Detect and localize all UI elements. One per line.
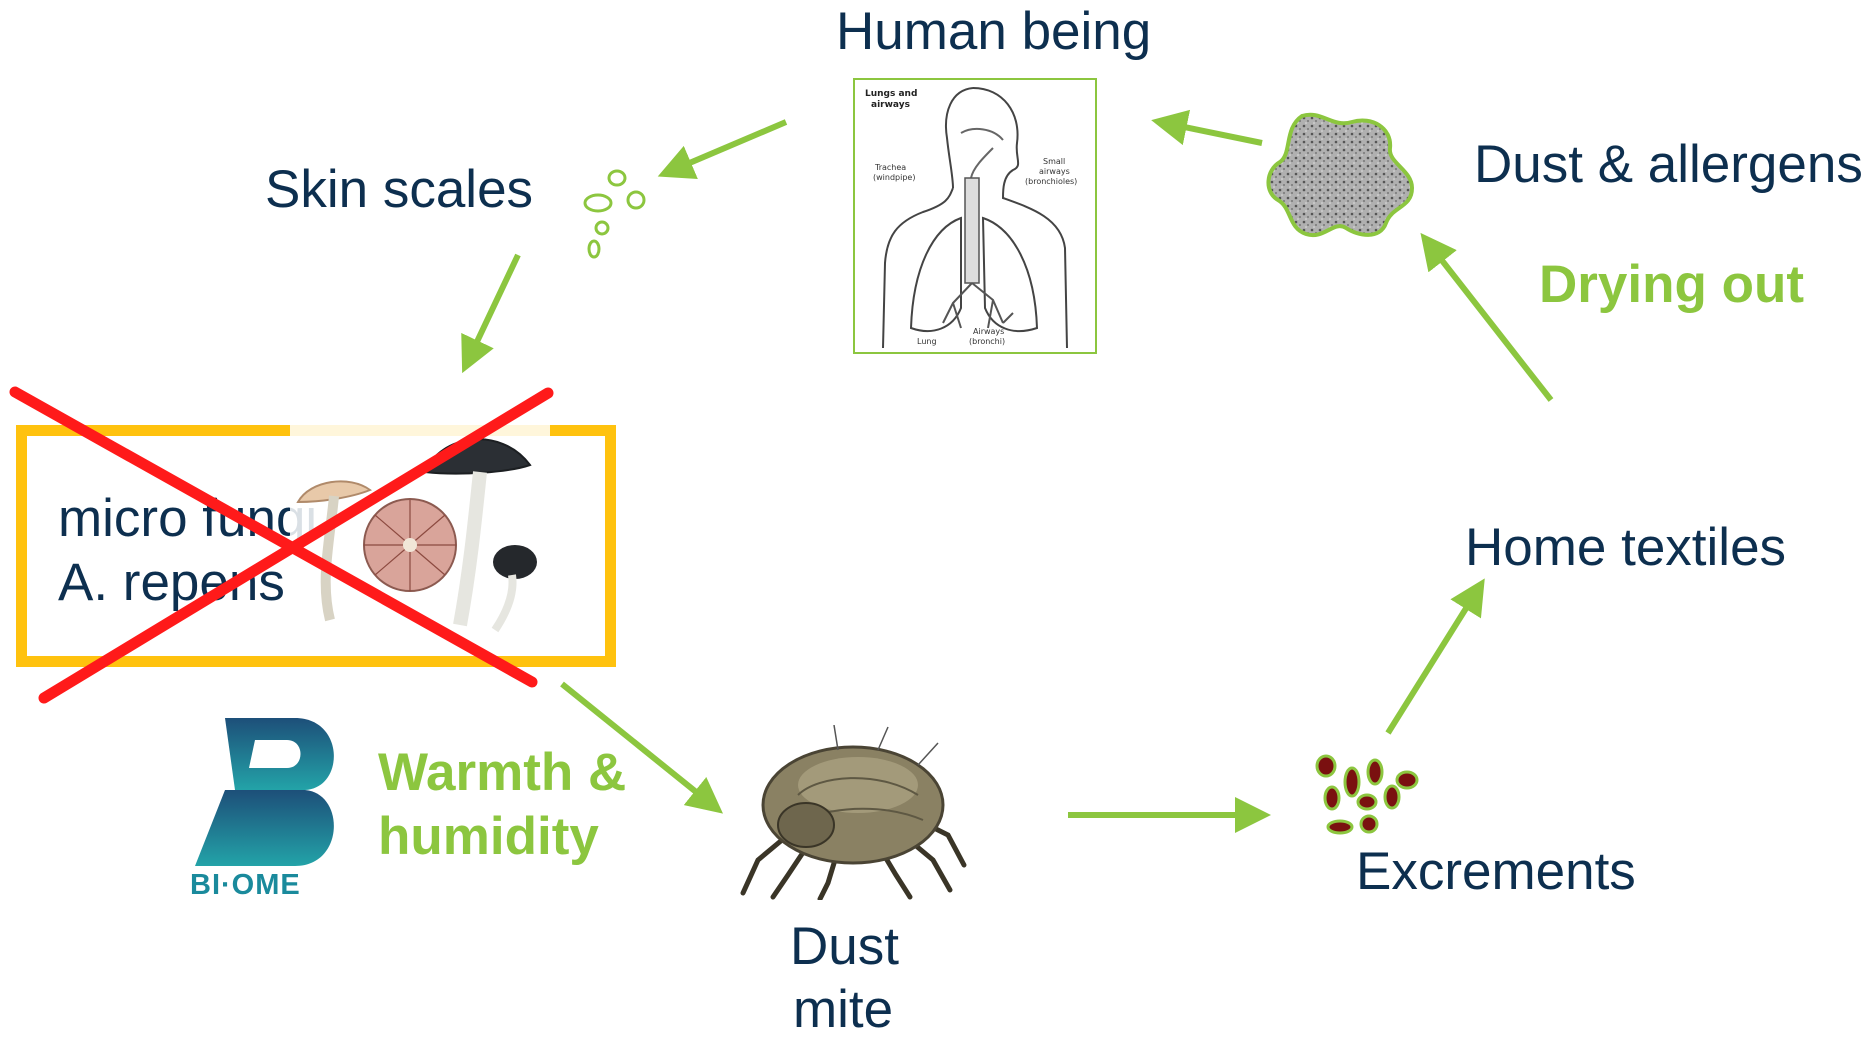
- warmth-label-line2: humidity: [378, 805, 599, 869]
- biome-logo-text: BI·OME: [190, 869, 301, 902]
- biome-logo-icon: [195, 718, 345, 868]
- warmth-label-line1: Warmth &: [378, 741, 626, 805]
